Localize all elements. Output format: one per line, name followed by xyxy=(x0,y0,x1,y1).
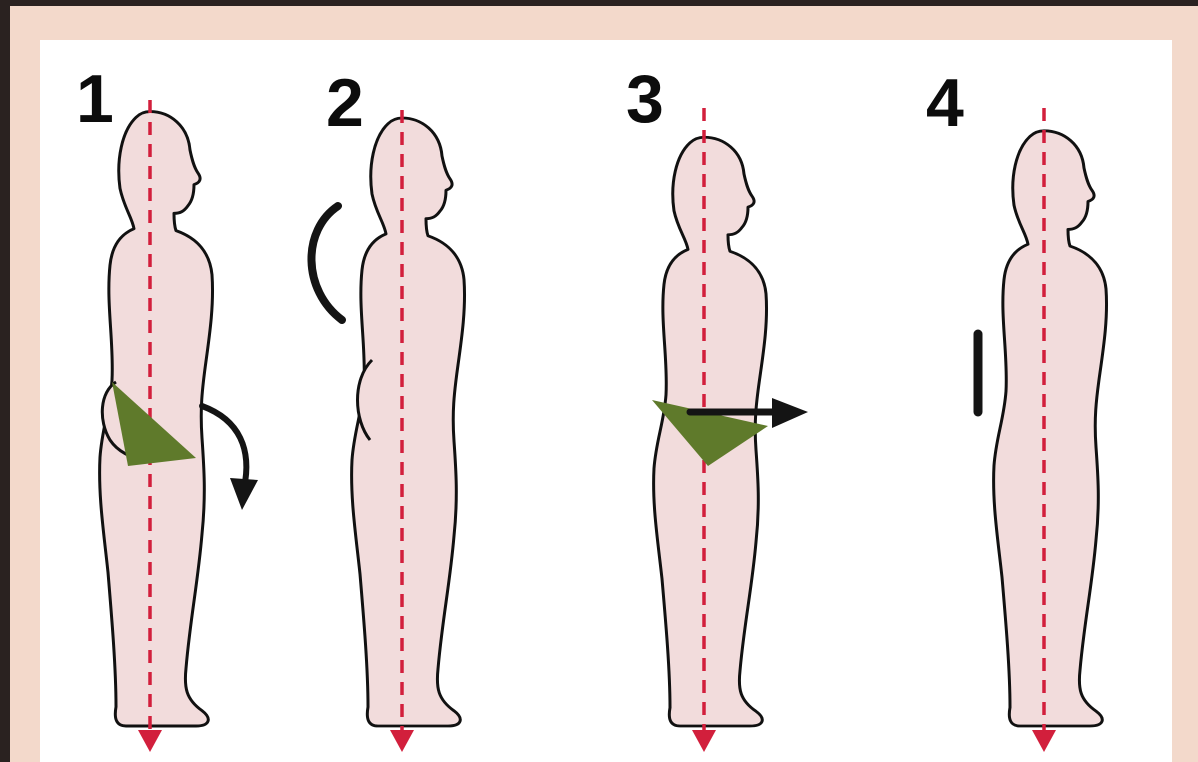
body-silhouette xyxy=(994,131,1107,726)
arrow-head xyxy=(230,478,258,510)
plumb-arrowhead xyxy=(692,730,716,752)
arrow-right-icon xyxy=(772,398,808,428)
figure-3: 3 xyxy=(626,61,808,752)
curve-arc-icon xyxy=(311,206,342,320)
plumb-arrowhead xyxy=(1032,730,1056,752)
figure-1: 1 xyxy=(76,61,258,752)
figure-number: 4 xyxy=(926,65,964,141)
curved-arrow-down-icon xyxy=(202,406,246,488)
figure-number: 2 xyxy=(326,65,364,141)
plumb-arrowhead xyxy=(390,730,414,752)
figure-number: 3 xyxy=(626,61,664,137)
figure-2: 2 xyxy=(311,65,464,752)
figure-number: 1 xyxy=(76,61,114,137)
plumb-arrowhead xyxy=(138,730,162,752)
figure-4: 4 xyxy=(926,65,1107,752)
